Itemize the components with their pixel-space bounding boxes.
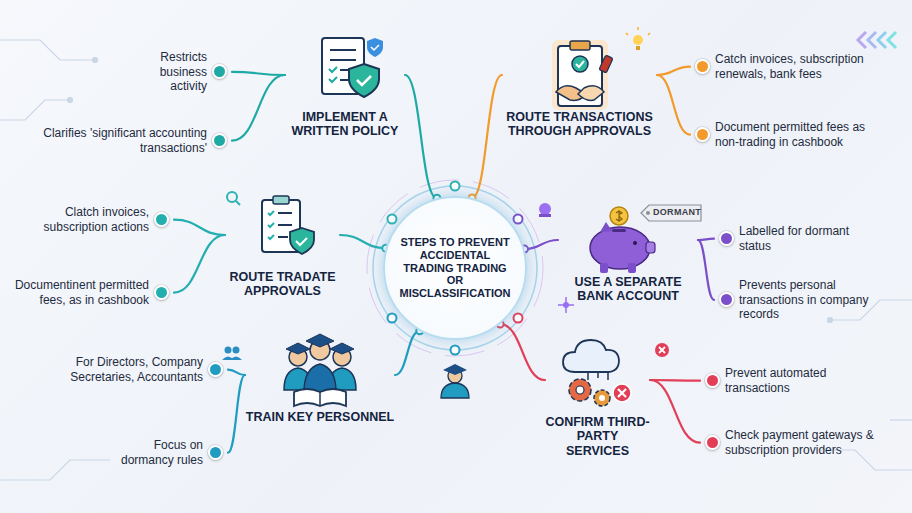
center-ring [367, 180, 543, 356]
branch-connector [340, 235, 389, 252]
chevrons [858, 32, 896, 48]
step-detail: Clatch invoices, subscription actions [38, 205, 174, 234]
branch-connector [405, 75, 440, 202]
branch-connector [174, 220, 225, 235]
branch-dot [695, 127, 710, 142]
step-detail: Clarifies 'significant accounting transa… [36, 126, 232, 155]
branch-dot [705, 373, 720, 388]
step-heading: ROUTE TRADATE APPROVALS [225, 190, 340, 299]
third-party-icon [563, 340, 669, 406]
graduates-icon [222, 334, 356, 406]
tag-label: DORMANT [653, 207, 701, 217]
branch-connector [228, 370, 245, 375]
detail-text: Restricts business activity [128, 50, 207, 94]
detail-text: Clarifies 'significant accounting transa… [36, 126, 207, 155]
step-heading: TRAIN KEY PERSONNEL [245, 330, 395, 424]
branch-connector [698, 239, 714, 240]
step-detail: Focus on dormancy rules [108, 438, 228, 467]
branch-dot [154, 285, 169, 300]
step-detail: Labelled for dormant status [714, 224, 854, 253]
tradate-icon [227, 192, 314, 254]
heading-text: USE A SEPARATE BANK ACCOUNT [558, 275, 698, 304]
detail-text: Clatch invoices, subscription actions [38, 205, 149, 234]
branch-connector [521, 240, 558, 253]
branch-dot [208, 445, 223, 460]
detail-text: Check payment gateways & subscription pr… [725, 428, 885, 457]
step-detail: For Directors, Company Secretaries, Acco… [40, 355, 228, 384]
approvals-icon [552, 27, 650, 110]
policy-icon [322, 38, 383, 97]
branch-connector [395, 327, 423, 375]
branch-connector [497, 321, 545, 380]
branch-connector [232, 75, 285, 141]
branch-connector [698, 240, 714, 300]
detail-text: For Directors, Company Secretaries, Acco… [40, 355, 203, 384]
branch-connector [469, 75, 502, 202]
heading-text: ROUTE TRANSACTIONS THROUGH APPROVALS [502, 110, 657, 139]
branch-dot [212, 64, 227, 79]
detail-text: Document permitted fees as non-trading i… [715, 120, 875, 149]
branch-connector [657, 67, 690, 75]
piggy-bank-icon [539, 203, 701, 313]
step-heading: ROUTE TRANSACTIONS THROUGH APPROVALS [502, 30, 657, 139]
step-heading: IMPLEMENT A WRITTEN POLICY [285, 30, 405, 139]
detail-text: Prevent automated transactions [725, 366, 865, 395]
step-detail: Prevent automated transactions [700, 366, 865, 395]
heading-text: ROUTE TRADATE APPROVALS [225, 270, 340, 299]
branch-dot [154, 212, 169, 227]
heading-text: IMPLEMENT A WRITTEN POLICY [285, 110, 405, 139]
circuit-lines [0, 40, 912, 480]
center-circle: STEPS TO PREVENT ACCIDENTAL TRADING TRAD… [383, 196, 527, 340]
branch-dot [208, 362, 223, 377]
detail-text: Focus on dormancy rules [108, 438, 203, 467]
branch-connector [174, 235, 225, 293]
detail-text: Labelled for dormant status [739, 224, 854, 253]
detail-text: Catch invoices, subscription renewals, b… [715, 52, 875, 81]
branch-connector [650, 380, 700, 443]
branch-connector [228, 375, 245, 453]
branch-dot [695, 59, 710, 74]
heading-text: TRAIN KEY PERSONNEL [245, 410, 395, 424]
step-heading: CONFIRM THIRD-PARTY SERVICES [545, 335, 650, 458]
step-detail: Prevents personal transactions in compan… [714, 278, 879, 322]
branch-connector [657, 75, 690, 135]
branch-dot [212, 133, 227, 148]
detail-text: Documentinent permitted fees, as in cash… [8, 278, 149, 307]
step-detail: Check payment gateways & subscription pr… [700, 428, 885, 457]
branch-connector [232, 72, 285, 75]
branch-dot [719, 292, 734, 307]
step-detail: Documentinent permitted fees, as in cash… [8, 278, 174, 307]
branch-connector [650, 380, 700, 382]
branch-dot [705, 435, 720, 450]
step-detail: Catch invoices, subscription renewals, b… [690, 52, 875, 81]
detail-text: Prevents personal transactions in compan… [739, 278, 879, 322]
small-graduate-icon [441, 364, 469, 398]
branch-dot [719, 231, 734, 246]
step-detail: Document permitted fees as non-trading i… [690, 120, 875, 149]
heading-text: CONFIRM THIRD-PARTY SERVICES [545, 415, 650, 458]
step-detail: Restricts business activity [128, 50, 232, 94]
center-text: STEPS TO PREVENT ACCIDENTAL TRADING TRAD… [397, 236, 513, 301]
